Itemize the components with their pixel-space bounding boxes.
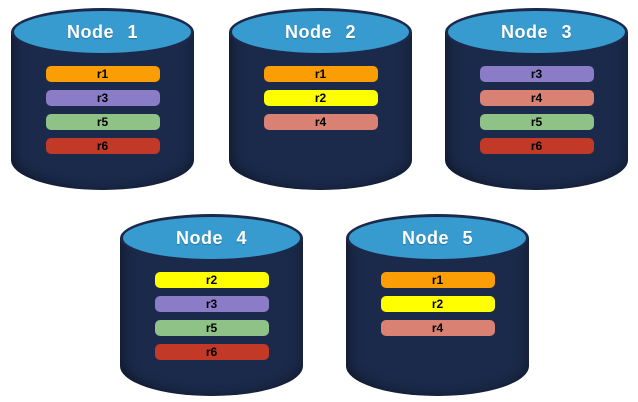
cylinder-top-ellipse: Node 2: [229, 8, 412, 56]
replica-bar-r6: r6: [479, 138, 594, 154]
replica-label: r3: [205, 297, 218, 311]
cylinder-top-ellipse: Node 5: [346, 214, 529, 262]
replica-label: r3: [96, 91, 109, 105]
node-label: Node 4: [175, 227, 247, 248]
replica-label: r2: [314, 91, 327, 105]
replica-bar-r5: r5: [45, 114, 160, 130]
cylinder-top-ellipse: Node 3: [445, 8, 628, 56]
replica-bar-r5: r5: [479, 114, 594, 130]
node-4-cylinder: Node 4 r2 r3 r5 r6: [120, 214, 303, 396]
replica-list: r1 r2 r4: [229, 66, 412, 130]
node-2-cylinder: Node 2 r1 r2 r4: [229, 8, 412, 190]
replica-bar-r5: r5: [154, 320, 269, 336]
cylinder-top-ellipse: Node 4: [120, 214, 303, 262]
replica-bar-r2: r2: [154, 272, 269, 288]
replica-label: r1: [431, 273, 444, 287]
replica-label: r4: [431, 321, 444, 335]
replica-bar-r4: r4: [479, 90, 594, 106]
replica-bar-r1: r1: [380, 272, 495, 288]
replica-label: r2: [431, 297, 444, 311]
replica-label: r4: [314, 115, 327, 129]
replica-label: r1: [314, 67, 327, 81]
replica-label: r4: [530, 91, 543, 105]
node-label: Node 5: [401, 227, 473, 248]
node-label: Node 2: [284, 21, 356, 42]
cylinder-body: [346, 238, 529, 396]
replica-bar-r1: r1: [45, 66, 160, 82]
replica-list: r1 r2 r4: [346, 272, 529, 336]
cylinder-body: [120, 238, 303, 396]
replica-label: r5: [205, 321, 218, 335]
cylinder-body: [229, 32, 412, 190]
replica-label: r6: [530, 139, 543, 153]
replica-bar-r2: r2: [263, 90, 378, 106]
replica-label: r5: [530, 115, 543, 129]
replica-label: r2: [205, 273, 218, 287]
replica-bar-r6: r6: [154, 344, 269, 360]
replica-bar-r4: r4: [380, 320, 495, 336]
replica-bar-r3: r3: [154, 296, 269, 312]
cylinder-body: [11, 32, 194, 190]
replica-bar-r3: r3: [45, 90, 160, 106]
replica-bar-r1: r1: [263, 66, 378, 82]
replica-bar-r6: r6: [45, 138, 160, 154]
replica-label: r1: [96, 67, 109, 81]
cylinder-top-ellipse: Node 1: [11, 8, 194, 56]
node-3-cylinder: Node 3 r3 r4 r5 r6: [445, 8, 628, 190]
replica-list: r2 r3 r5 r6: [120, 272, 303, 360]
replica-label: r6: [205, 345, 218, 359]
cylinder-body: [445, 32, 628, 190]
replica-list: r1 r3 r5 r6: [11, 66, 194, 154]
node-label: Node 3: [500, 21, 572, 42]
replica-bar-r2: r2: [380, 296, 495, 312]
replica-bar-r4: r4: [263, 114, 378, 130]
replica-label: r5: [96, 115, 109, 129]
node-1-cylinder: Node 1 r1 r3 r5 r6: [11, 8, 194, 190]
node-5-cylinder: Node 5 r1 r2 r4: [346, 214, 529, 396]
replica-label: r6: [96, 139, 109, 153]
replica-label: r3: [530, 67, 543, 81]
replica-list: r3 r4 r5 r6: [445, 66, 628, 154]
node-label: Node 1: [66, 21, 138, 42]
replica-bar-r3: r3: [479, 66, 594, 82]
